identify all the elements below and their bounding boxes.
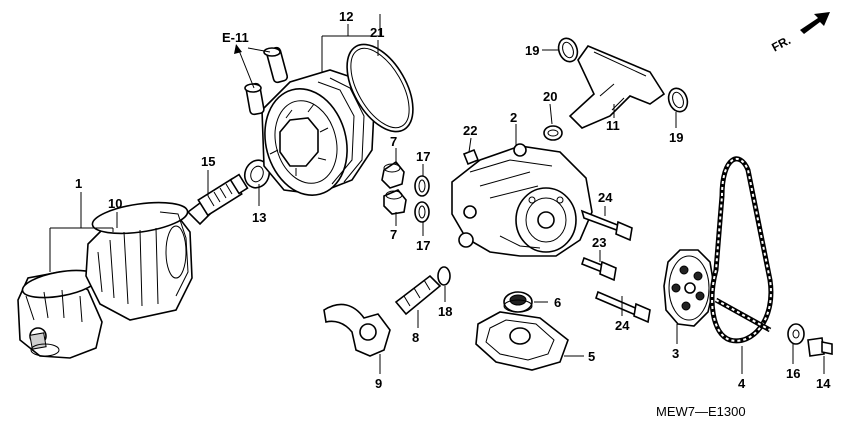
callout-8: 8 bbox=[412, 330, 419, 345]
callout-24a: 24 bbox=[598, 190, 613, 205]
callout-10: 10 bbox=[108, 196, 122, 211]
oil-cooler bbox=[244, 46, 375, 196]
oil-filter-cartridge bbox=[85, 201, 193, 321]
oil-filter-cover bbox=[17, 269, 103, 359]
o-ring-21 bbox=[346, 43, 414, 133]
callout-9: 9 bbox=[375, 376, 382, 391]
callout-1: 1 bbox=[75, 176, 82, 191]
callout-19a: 19 bbox=[525, 43, 539, 58]
callout-17b: 17 bbox=[416, 238, 430, 253]
tee-pipe bbox=[568, 45, 666, 129]
callout-22: 22 bbox=[463, 123, 477, 138]
reference-e-11: E-11 bbox=[222, 30, 249, 45]
callout-4: 4 bbox=[738, 376, 746, 391]
bolt-14 bbox=[807, 337, 833, 357]
callout-5: 5 bbox=[588, 349, 595, 364]
leader-lines bbox=[49, 14, 825, 374]
strainer-plate bbox=[475, 311, 569, 371]
bolt-24a bbox=[580, 209, 633, 242]
callout-6: 6 bbox=[554, 295, 561, 310]
callout-18: 18 bbox=[438, 304, 452, 319]
washer-13 bbox=[243, 159, 271, 189]
callout-2: 2 bbox=[510, 110, 517, 125]
callout-11: 11 bbox=[606, 118, 620, 133]
oil-pump bbox=[451, 143, 593, 257]
callout-20: 20 bbox=[543, 89, 557, 104]
dowel-pin-7a bbox=[381, 160, 405, 189]
oil-pipe bbox=[323, 303, 391, 357]
callout-17a: 17 bbox=[416, 149, 430, 164]
dowel-pin-7b bbox=[383, 189, 407, 215]
callout-19b: 19 bbox=[669, 130, 683, 145]
callout-21: 21 bbox=[370, 25, 384, 40]
pump-shaft bbox=[394, 274, 442, 316]
seal-19a bbox=[557, 37, 579, 63]
bolt-23 bbox=[581, 256, 617, 282]
washer-16 bbox=[787, 323, 805, 345]
drawing-code: MEW7—E1300 bbox=[656, 404, 746, 419]
callout-3: 3 bbox=[672, 346, 679, 361]
callout-7a: 7 bbox=[390, 134, 397, 149]
callout-23: 23 bbox=[592, 235, 606, 250]
callout-13: 13 bbox=[252, 210, 266, 225]
callout-7b: 7 bbox=[390, 227, 397, 242]
callout-12: 12 bbox=[339, 9, 353, 24]
front-direction-indicator: FR. bbox=[769, 12, 830, 55]
drive-chain bbox=[709, 156, 774, 344]
o-ring-18 bbox=[437, 266, 451, 286]
seal-6 bbox=[503, 291, 533, 313]
callout-14: 14 bbox=[816, 376, 831, 391]
front-direction-label: FR. bbox=[769, 33, 793, 54]
sprocket bbox=[663, 249, 715, 327]
dowel-22 bbox=[462, 148, 480, 166]
bolt-24b bbox=[595, 290, 651, 324]
callout-24b: 24 bbox=[615, 318, 630, 333]
callout-16: 16 bbox=[786, 366, 800, 381]
o-ring-17b bbox=[414, 201, 430, 223]
seal-19b bbox=[667, 87, 689, 113]
callout-15: 15 bbox=[201, 154, 215, 169]
threaded-fitting bbox=[186, 173, 249, 226]
o-ring-20 bbox=[543, 125, 563, 141]
o-ring-17a bbox=[414, 175, 430, 197]
